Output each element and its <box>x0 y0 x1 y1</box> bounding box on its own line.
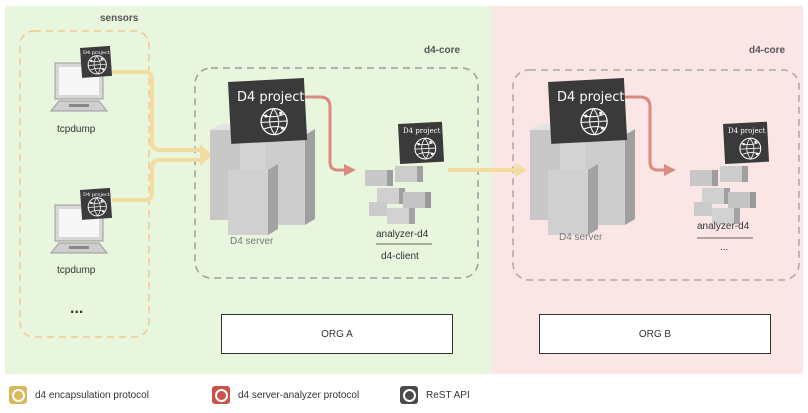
d4-server-b-label: D4 server <box>559 232 603 243</box>
legend-rest-api: ReST API <box>400 383 470 407</box>
d4-client-label: d4-client <box>381 251 419 262</box>
d4-core-a-label: d4-core <box>424 45 461 56</box>
org-a-label: ORG A <box>321 328 353 340</box>
legend-analyzer: d4 server-analyzer protocol <box>212 383 359 407</box>
d4-logo-text-sensor-2: D4 project <box>83 192 110 198</box>
sensor1-to-server-arrow <box>112 70 200 152</box>
tcpdump-label-1: tcpdump <box>57 124 96 135</box>
legend-encapsulation-icon <box>9 386 27 404</box>
d4-project-logo-text-a: D4 project <box>237 90 305 105</box>
legend-rest-api-label: ReST API <box>426 389 470 401</box>
d4-project-logo-a <box>228 78 308 144</box>
d4-project-logo-text-b: D4 project <box>557 90 625 105</box>
legend-encapsulation-label: d4 encapsulation protocol <box>35 389 149 401</box>
d4-logo-text-sensor-1: D4 project <box>83 50 110 56</box>
sensors-group <box>19 30 150 338</box>
analyzer-b-more-label: ... <box>720 242 729 253</box>
encapsulation-arrows <box>112 70 515 202</box>
arrowhead-analyzer-b <box>664 164 676 176</box>
org-b-label: ORG B <box>638 328 672 340</box>
sensor-more-label: ... <box>70 300 84 317</box>
analyzer-b-label: analyzer-d4 <box>697 221 750 232</box>
server-b-to-analyzer-arrow <box>622 95 664 172</box>
d4-logo-sensor-2 <box>80 187 113 220</box>
d4-logo-analyzer-b <box>723 121 770 164</box>
d4-project-logo-text-analyzer-a: D4 project <box>403 127 441 135</box>
d4-project-logo-text-analyzer-b: D4 project <box>728 127 766 135</box>
d4-core-b-group <box>512 69 800 281</box>
org-b-box: ORG B <box>539 314 771 354</box>
sensors-label: sensors <box>100 13 139 24</box>
arrowhead-analyzer-a <box>344 164 356 176</box>
analyzer-arrows <box>305 95 664 172</box>
d4-core-a-group <box>194 67 479 279</box>
legend-analyzer-label: d4 server-analyzer protocol <box>238 389 360 401</box>
sensor2-to-server-arrow <box>112 158 200 202</box>
tcpdump-label-2: tcpdump <box>57 265 96 276</box>
org-a-box: ORG A <box>221 314 453 354</box>
d4-logo-sensor-1 <box>80 45 113 78</box>
legend-rest-api-icon <box>400 386 418 404</box>
d4-server-a-label: D4 server <box>230 236 274 247</box>
server-a-to-analyzer-arrow <box>305 95 344 172</box>
d4-core-b-label: d4-core <box>749 45 786 56</box>
arrowhead-server-a <box>200 144 212 166</box>
d4-logo-analyzer-a <box>398 121 445 164</box>
legend-encapsulation: d4 encapsulation protocol <box>9 383 149 407</box>
d4-project-logo-b <box>548 78 628 144</box>
arrowhead-server-b <box>515 163 527 177</box>
legend-analyzer-icon <box>212 386 230 404</box>
analyzer-a-label: analyzer-d4 <box>376 229 429 240</box>
